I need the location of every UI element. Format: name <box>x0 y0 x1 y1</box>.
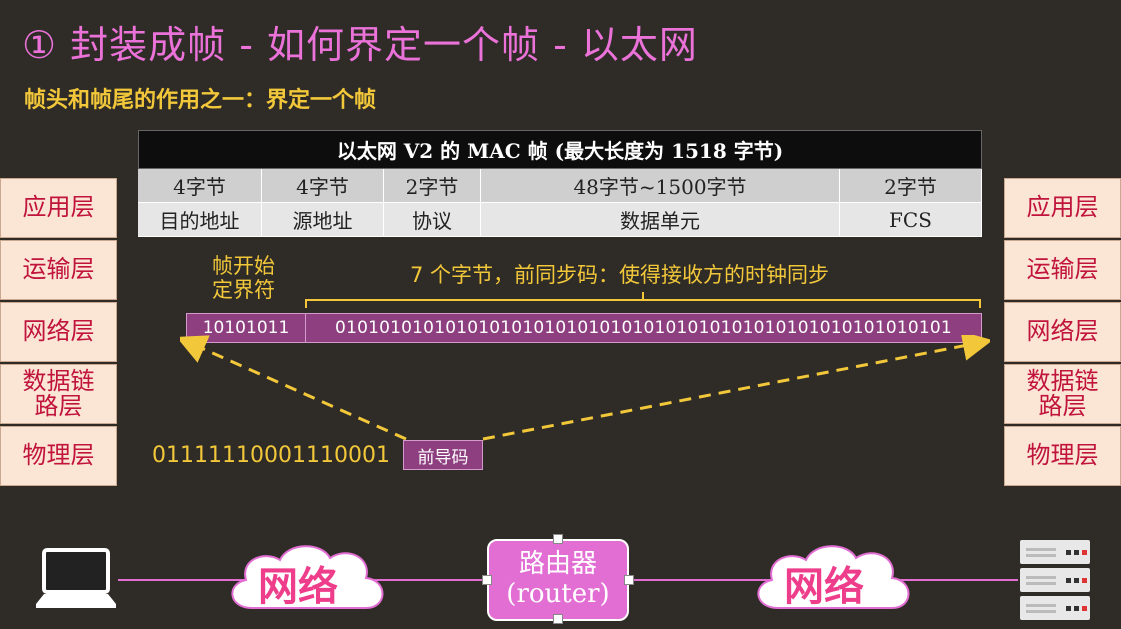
server-rack-icon <box>1020 540 1090 620</box>
arrow-right <box>482 335 990 441</box>
mac-frame-table: 以太网 V2 的 MAC 帧 (最大长度为 1518 字节) 4字节 4字节 2… <box>138 130 982 237</box>
network-label-left: 网络 <box>258 563 338 610</box>
arrow-left <box>180 335 407 441</box>
router-box[interactable]: 路由器 (router) <box>487 539 629 621</box>
sfd-label: 帧开始 定界符 <box>212 254 275 303</box>
frame-name-row: 目的地址 源地址 协议 数据单元 FCS <box>138 203 982 237</box>
frame-size-row: 4字节 4字节 2字节 48字节~1500字节 2字节 <box>138 169 982 203</box>
expansion-arrows <box>180 335 990 441</box>
field-name-cell: 协议 <box>384 203 481 237</box>
preamble-bracket <box>305 292 981 308</box>
left-layer-application: 应用层 <box>0 178 117 238</box>
slide-title: ① 封装成帧 - 如何界定一个帧 - 以太网 <box>22 23 698 67</box>
preamble-label: 7 个字节，前同步码：使得接收方的时钟同步 <box>410 263 830 287</box>
network-label-right: 网络 <box>784 563 864 610</box>
preamble-bit-bar: 10101011 0101010101010101010101010101010… <box>186 313 982 343</box>
preamble-bits: 0101010101010101010101010101010101010101… <box>306 313 982 343</box>
slide-subtitle: 帧头和帧尾的作用之一：界定一个帧 <box>24 88 377 113</box>
mac-frame-heading: 以太网 V2 的 MAC 帧 (最大长度为 1518 字节) <box>138 130 982 169</box>
cloud-icon <box>757 545 910 609</box>
bit-string: 01111110001110001 <box>152 443 390 468</box>
left-layer-transport: 运输层 <box>0 240 117 300</box>
router-sublabel: (router) <box>506 579 610 609</box>
resize-handle[interactable] <box>553 534 563 544</box>
size-cell: 48字节~1500字节 <box>481 169 840 203</box>
left-layer-datalink: 数据链 路层 <box>0 364 117 424</box>
right-layer-physical: 物理层 <box>1004 426 1121 486</box>
size-cell: 4字节 <box>262 169 384 203</box>
resize-handle[interactable] <box>624 575 634 585</box>
router-label: 路由器 <box>518 549 597 580</box>
resize-handle[interactable] <box>553 614 563 624</box>
right-layer-datalink: 数据链 路层 <box>1004 364 1121 424</box>
network-cloud-left: 网络 <box>222 538 392 624</box>
right-layer-transport: 运输层 <box>1004 240 1121 300</box>
size-cell: 4字节 <box>138 169 262 203</box>
size-cell: 2字节 <box>840 169 982 203</box>
sfd-bits: 10101011 <box>186 313 306 343</box>
left-layer-physical: 物理层 <box>0 426 117 486</box>
resize-handle[interactable] <box>482 575 492 585</box>
right-layer-network: 网络层 <box>1004 302 1121 362</box>
field-name-cell: 目的地址 <box>138 203 262 237</box>
left-layer-network: 网络层 <box>0 302 117 362</box>
field-name-cell: 源地址 <box>262 203 384 237</box>
cloud-icon <box>231 545 384 609</box>
field-name-cell: 数据单元 <box>481 203 840 237</box>
laptop-icon <box>36 548 116 608</box>
preamble-tag: 前导码 <box>403 440 483 470</box>
field-name-cell: FCS <box>840 203 982 237</box>
right-layer-application: 应用层 <box>1004 178 1121 238</box>
network-cloud-right: 网络 <box>748 538 918 624</box>
size-cell: 2字节 <box>384 169 481 203</box>
